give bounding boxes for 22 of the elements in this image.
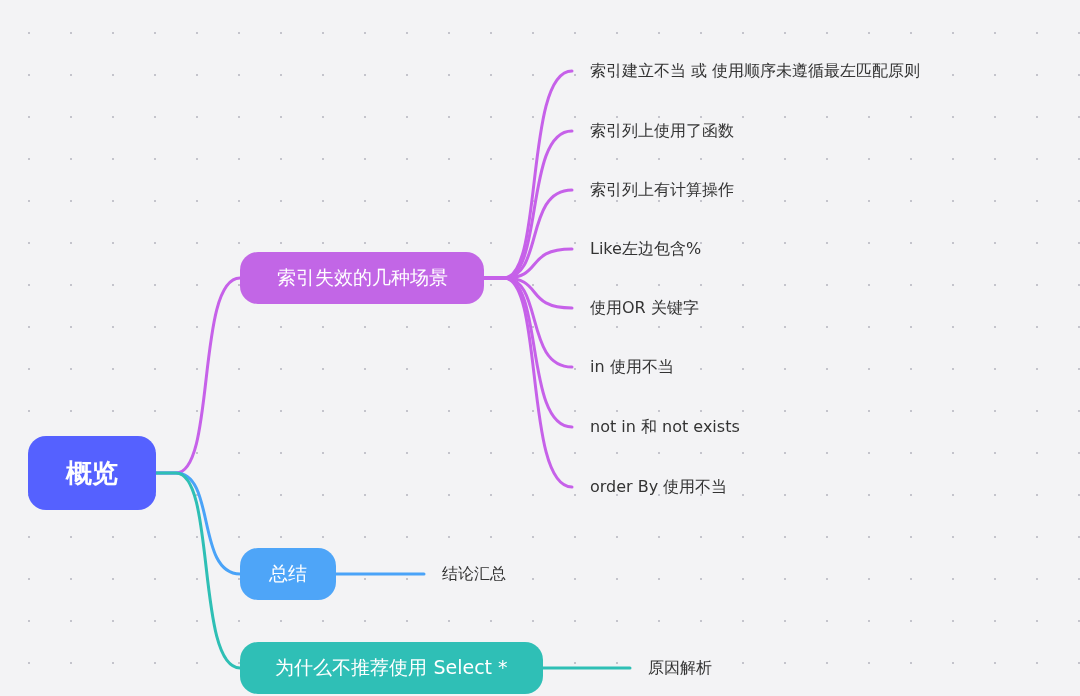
root-topic-box — [28, 436, 156, 510]
branch-connector — [541, 666, 632, 670]
topic-label: 概览 — [66, 456, 118, 490]
topic-label: 为什么不推荐使用 Select * — [275, 655, 508, 680]
branch-connector — [154, 471, 242, 670]
subtopic-text: 索引列上有计算操作 — [572, 177, 734, 203]
subtopic-text: 索引建立不当 或 使用顺序未遵循最左匹配原则 — [572, 58, 921, 84]
subtopic-text: Like左边包含% — [572, 236, 702, 262]
topic-box — [240, 642, 543, 694]
topic-box — [240, 252, 484, 304]
topic-box — [240, 548, 336, 600]
subtopic-text: 使用OR 关键字 — [572, 295, 699, 321]
topic-label: 总结 — [269, 561, 307, 586]
subtopic-text: 结论汇总 — [424, 561, 506, 587]
branch-connector — [334, 572, 426, 576]
subtopic-text: order By 使用不当 — [572, 474, 728, 500]
topic-label: 索引失效的几种场景 — [276, 265, 448, 290]
subtopic-text: not in 和 not exists — [572, 414, 740, 440]
subtopic-text: in 使用不当 — [572, 354, 674, 380]
subtopic-text: 索引列上使用了函数 — [572, 118, 734, 144]
subtopic-text: 原因解析 — [630, 655, 712, 681]
branch-connector — [482, 276, 574, 489]
